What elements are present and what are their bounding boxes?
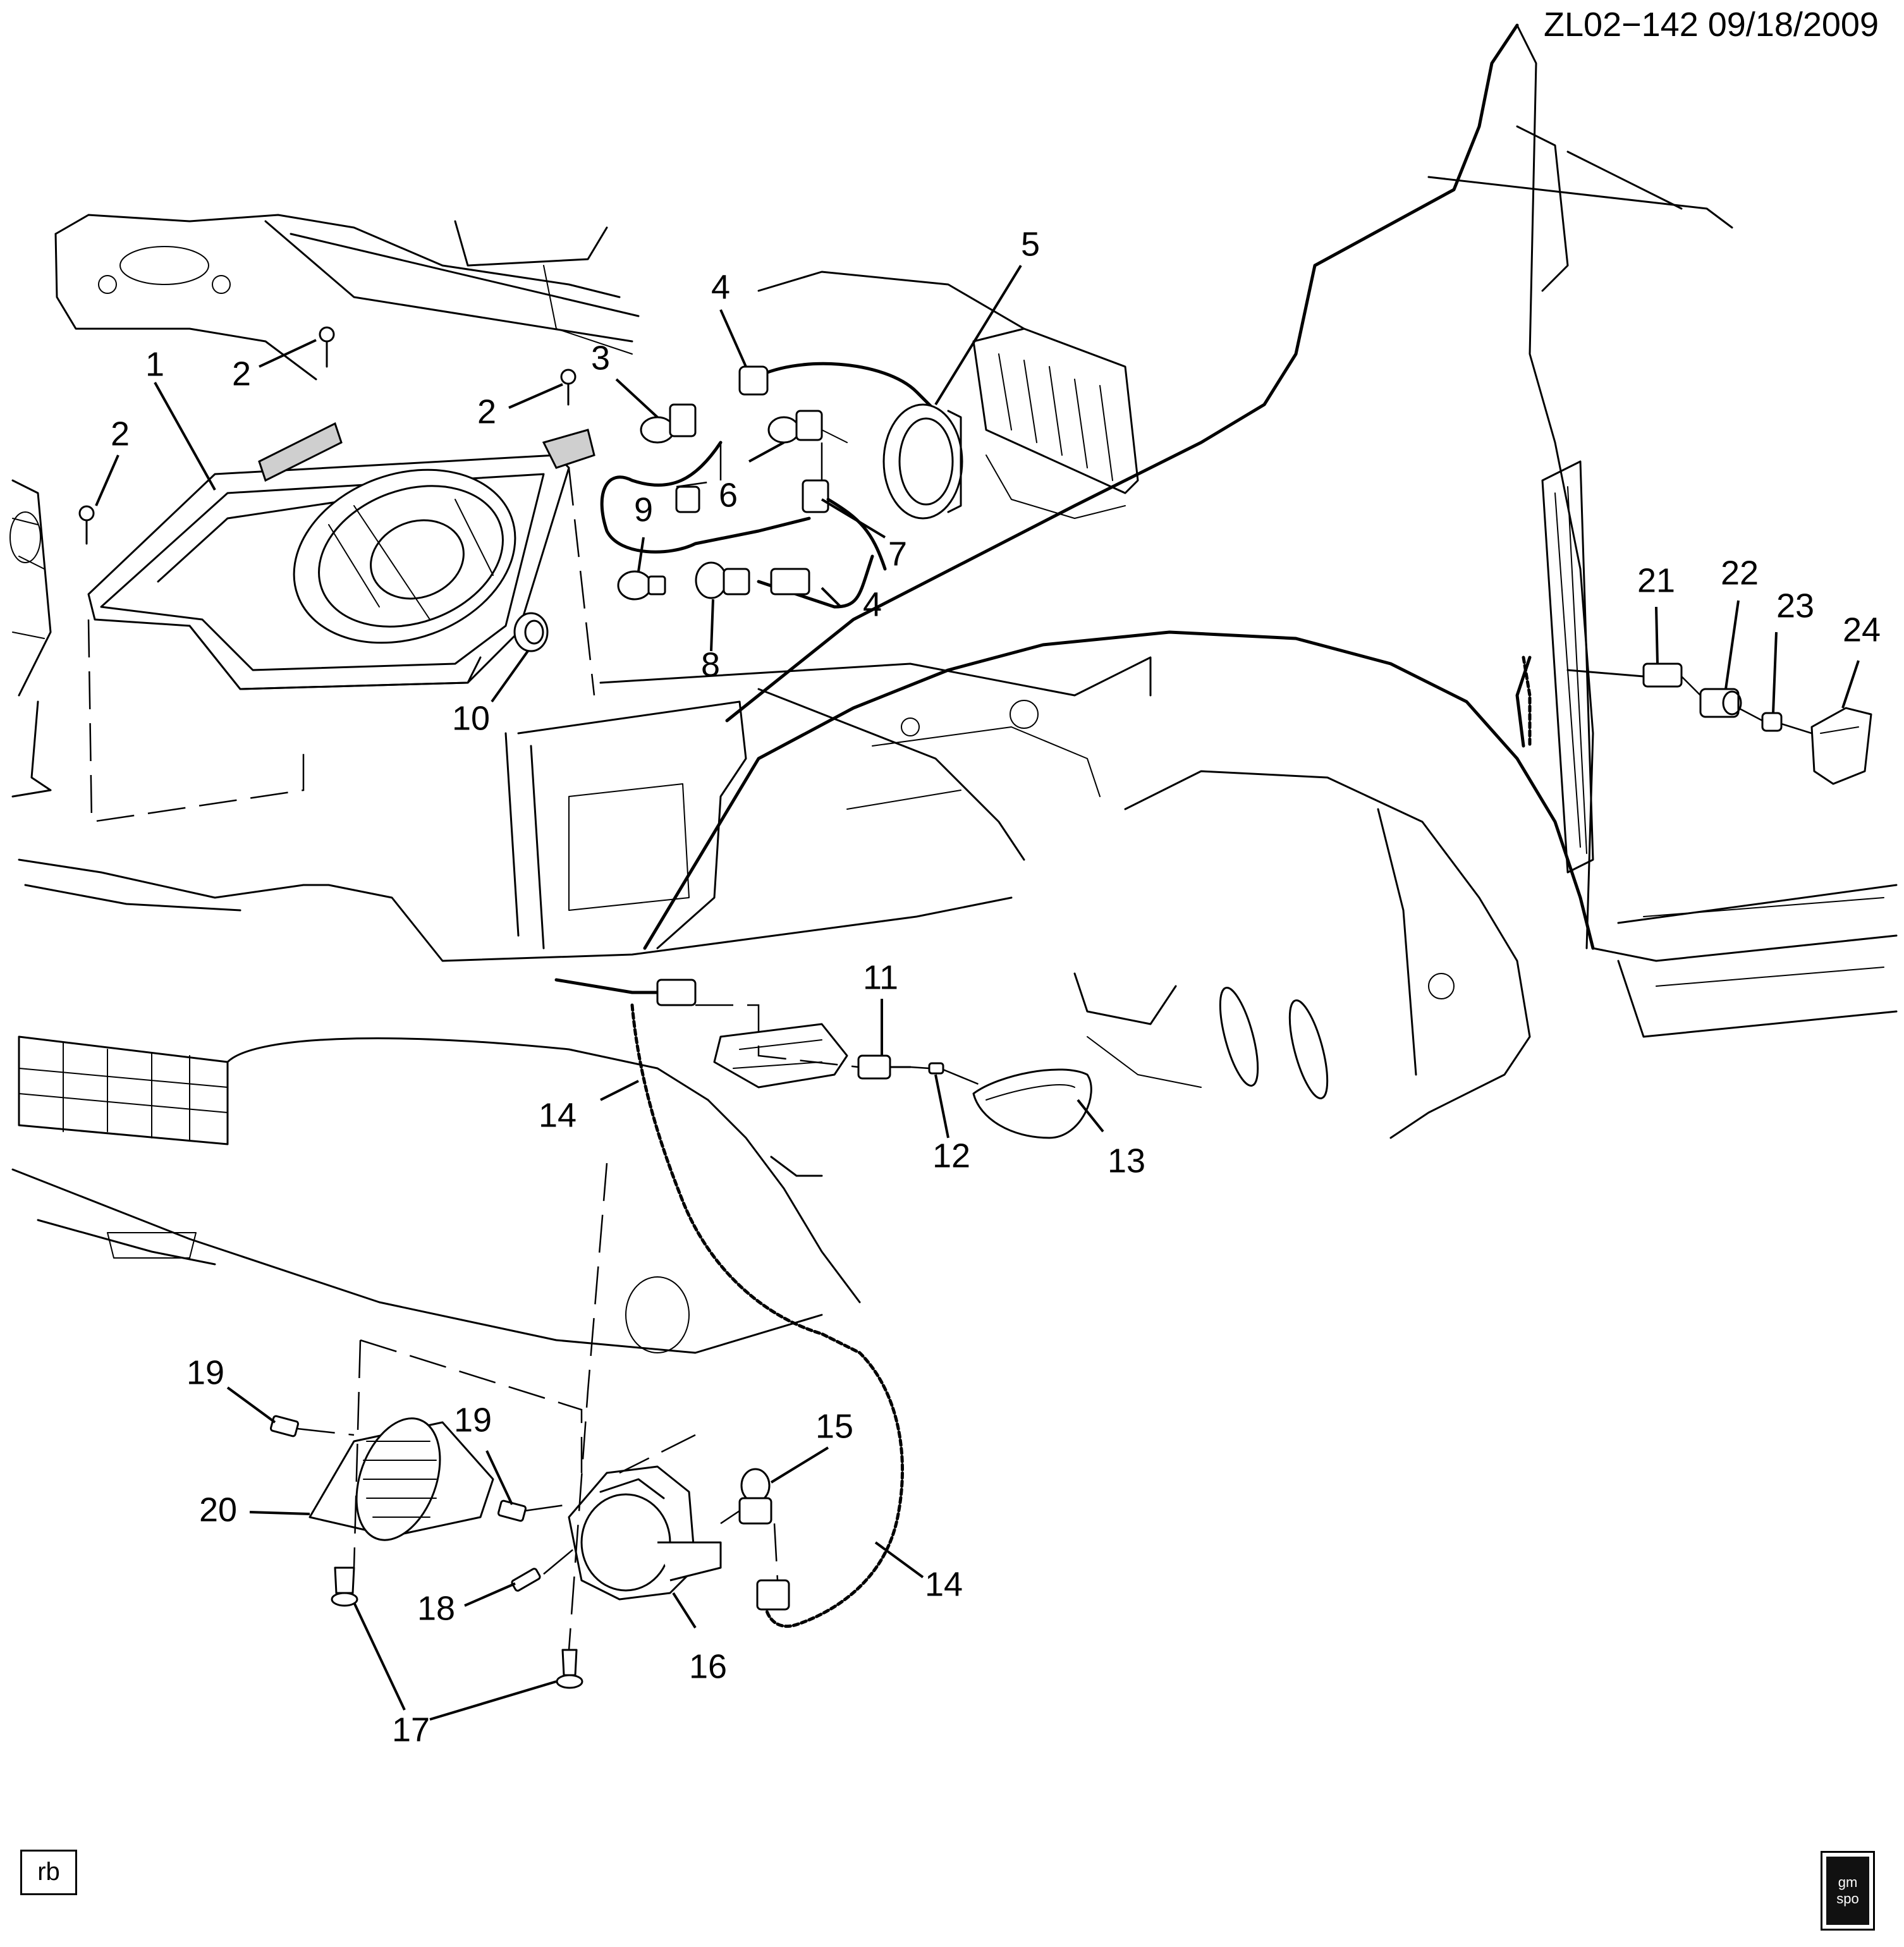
retainer-ring-5 [882, 403, 963, 520]
callout-6: 6 [719, 476, 738, 514]
gm-spo-logo: gm spo [1821, 1851, 1875, 1931]
callout-20: 20 [199, 1491, 237, 1529]
plug-10 [513, 612, 549, 652]
assembly-guide-lines [87, 442, 859, 1651]
socket-11 [857, 1054, 912, 1080]
callout-11: 11 [863, 958, 898, 996]
bulb-15 [738, 1468, 772, 1525]
socket-22 [1699, 688, 1742, 718]
headlamp-assembly [87, 422, 595, 690]
callout-23: 23 [1776, 587, 1814, 625]
screw-17a [331, 1566, 358, 1607]
screw-2a [319, 326, 335, 368]
harness-4-upper [600, 362, 937, 609]
callout-leader-lines [95, 264, 1860, 1721]
side-marker-lamp-13 [972, 1068, 1092, 1139]
bulb-12 [928, 1062, 944, 1075]
callout-15: 15 [815, 1407, 853, 1445]
callout-3: 3 [591, 339, 610, 377]
callout-13: 13 [1108, 1142, 1145, 1180]
callout-1: 1 [145, 345, 164, 383]
callout-5: 5 [1021, 225, 1040, 263]
callout-4b: 4 [863, 585, 882, 623]
callout-17: 17 [392, 1711, 430, 1749]
callout-10: 10 [452, 699, 490, 737]
callout-24: 24 [1843, 611, 1881, 649]
screw-2c [78, 505, 95, 545]
callout-labels: 1 2 2 2 3 4 4 5 6 7 8 9 10 11 12 13 14 1… [111, 225, 1881, 1749]
connector-7 [802, 479, 887, 571]
callout-21: 21 [1637, 561, 1675, 599]
callout-22: 22 [1721, 554, 1759, 592]
clip-19a [269, 1415, 300, 1437]
callout-14b: 14 [925, 1565, 963, 1603]
callout-7: 7 [888, 535, 907, 573]
callout-19b: 19 [454, 1401, 492, 1439]
callout-19a: 19 [186, 1353, 224, 1391]
side-repeater-lamp-24 [1810, 707, 1872, 785]
bulb-23 [1761, 712, 1783, 732]
callout-4a: 4 [711, 268, 730, 306]
callout-12: 12 [932, 1137, 970, 1175]
callout-2b: 2 [477, 393, 496, 430]
callout-18: 18 [417, 1589, 455, 1627]
bulb-6 [767, 410, 848, 444]
callout-2a: 2 [232, 355, 251, 393]
screw-2b [560, 369, 577, 406]
bulb-3 [640, 403, 697, 444]
socket-8 [695, 561, 810, 599]
callout-9: 9 [634, 491, 653, 528]
vehicle-body-outline [9, 23, 1898, 1354]
bulb-9 [617, 570, 666, 601]
callout-16: 16 [689, 1647, 727, 1685]
clip-19b [497, 1499, 527, 1522]
diagram-reference-number: ZL02−142 09/18/2009 [1544, 6, 1879, 44]
harness-14 [554, 978, 904, 1628]
callout-14a: 14 [539, 1096, 577, 1134]
stud-18 [511, 1568, 541, 1592]
rb-label-box: rb [20, 1850, 77, 1895]
fog-lamp-16 [568, 1465, 722, 1601]
harness-21 [1515, 656, 1683, 748]
callout-2c: 2 [111, 415, 130, 453]
callout-8: 8 [701, 645, 720, 683]
screw-17b [556, 1649, 583, 1689]
gm-spo-logo-text: gm spo [1826, 1857, 1869, 1925]
